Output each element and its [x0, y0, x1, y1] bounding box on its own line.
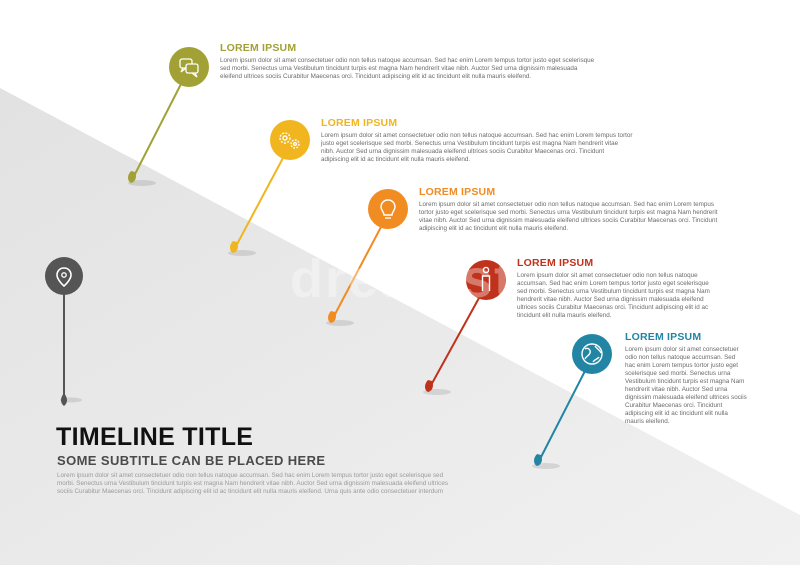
- timeline-marker-1: [128, 47, 209, 186]
- entry-text: Lorem ipsum dolor sit amet consectetuer …: [517, 272, 710, 319]
- timeline-entry-3: LOREM IPSUM Lorem ipsum dolor sit amet c…: [419, 186, 719, 233]
- entry-title: LOREM IPSUM: [625, 331, 702, 343]
- intro-paragraph: Lorem ipsum dolor sit amet consectetuer …: [57, 472, 448, 495]
- timeline-marker-2: [228, 120, 310, 256]
- gears-icon: [279, 132, 300, 149]
- entry-text: Lorem ipsum dolor sit amet consectetuer …: [419, 201, 718, 232]
- timeline-entry-4: LOREM IPSUM Lorem ipsum dolor sit amet c…: [517, 257, 717, 320]
- entry-text: Lorem ipsum dolor sit amet consectetuer …: [625, 346, 747, 425]
- entry-title: LOREM IPSUM: [321, 117, 398, 129]
- timeline-marker-3: [326, 189, 408, 326]
- page-subtitle: SOME SUBTITLE CAN BE PLACED HERE: [57, 453, 326, 468]
- timeline-entry-1: LOREM IPSUM Lorem ipsum dolor sit amet c…: [220, 42, 600, 81]
- entry-title: LOREM IPSUM: [419, 186, 496, 198]
- timeline-entry-5: LOREM IPSUM Lorem ipsum dolor sit amet c…: [625, 331, 747, 426]
- entry-text: Lorem ipsum dolor sit amet consectetuer …: [220, 57, 595, 80]
- timeline-marker-4: [423, 260, 506, 395]
- start-pin-marker: [45, 257, 83, 406]
- person-icon: [481, 266, 491, 291]
- entry-title: LOREM IPSUM: [220, 42, 297, 54]
- pin-icon: [56, 267, 72, 288]
- timeline-entry-2: LOREM IPSUM Lorem ipsum dolor sit amet c…: [321, 117, 633, 164]
- entry-title: LOREM IPSUM: [517, 257, 594, 269]
- chat-icon: [179, 58, 199, 78]
- entry-text: Lorem ipsum dolor sit amet consectetuer …: [321, 132, 633, 163]
- gray-background-area: [0, 88, 800, 565]
- watermark: dreamstime: [290, 249, 614, 309]
- lightbulb-icon: [380, 199, 396, 219]
- globe-icon: [581, 343, 603, 365]
- page-title: TIMELINE TITLE: [56, 423, 254, 451]
- timeline-marker-5: [532, 334, 612, 469]
